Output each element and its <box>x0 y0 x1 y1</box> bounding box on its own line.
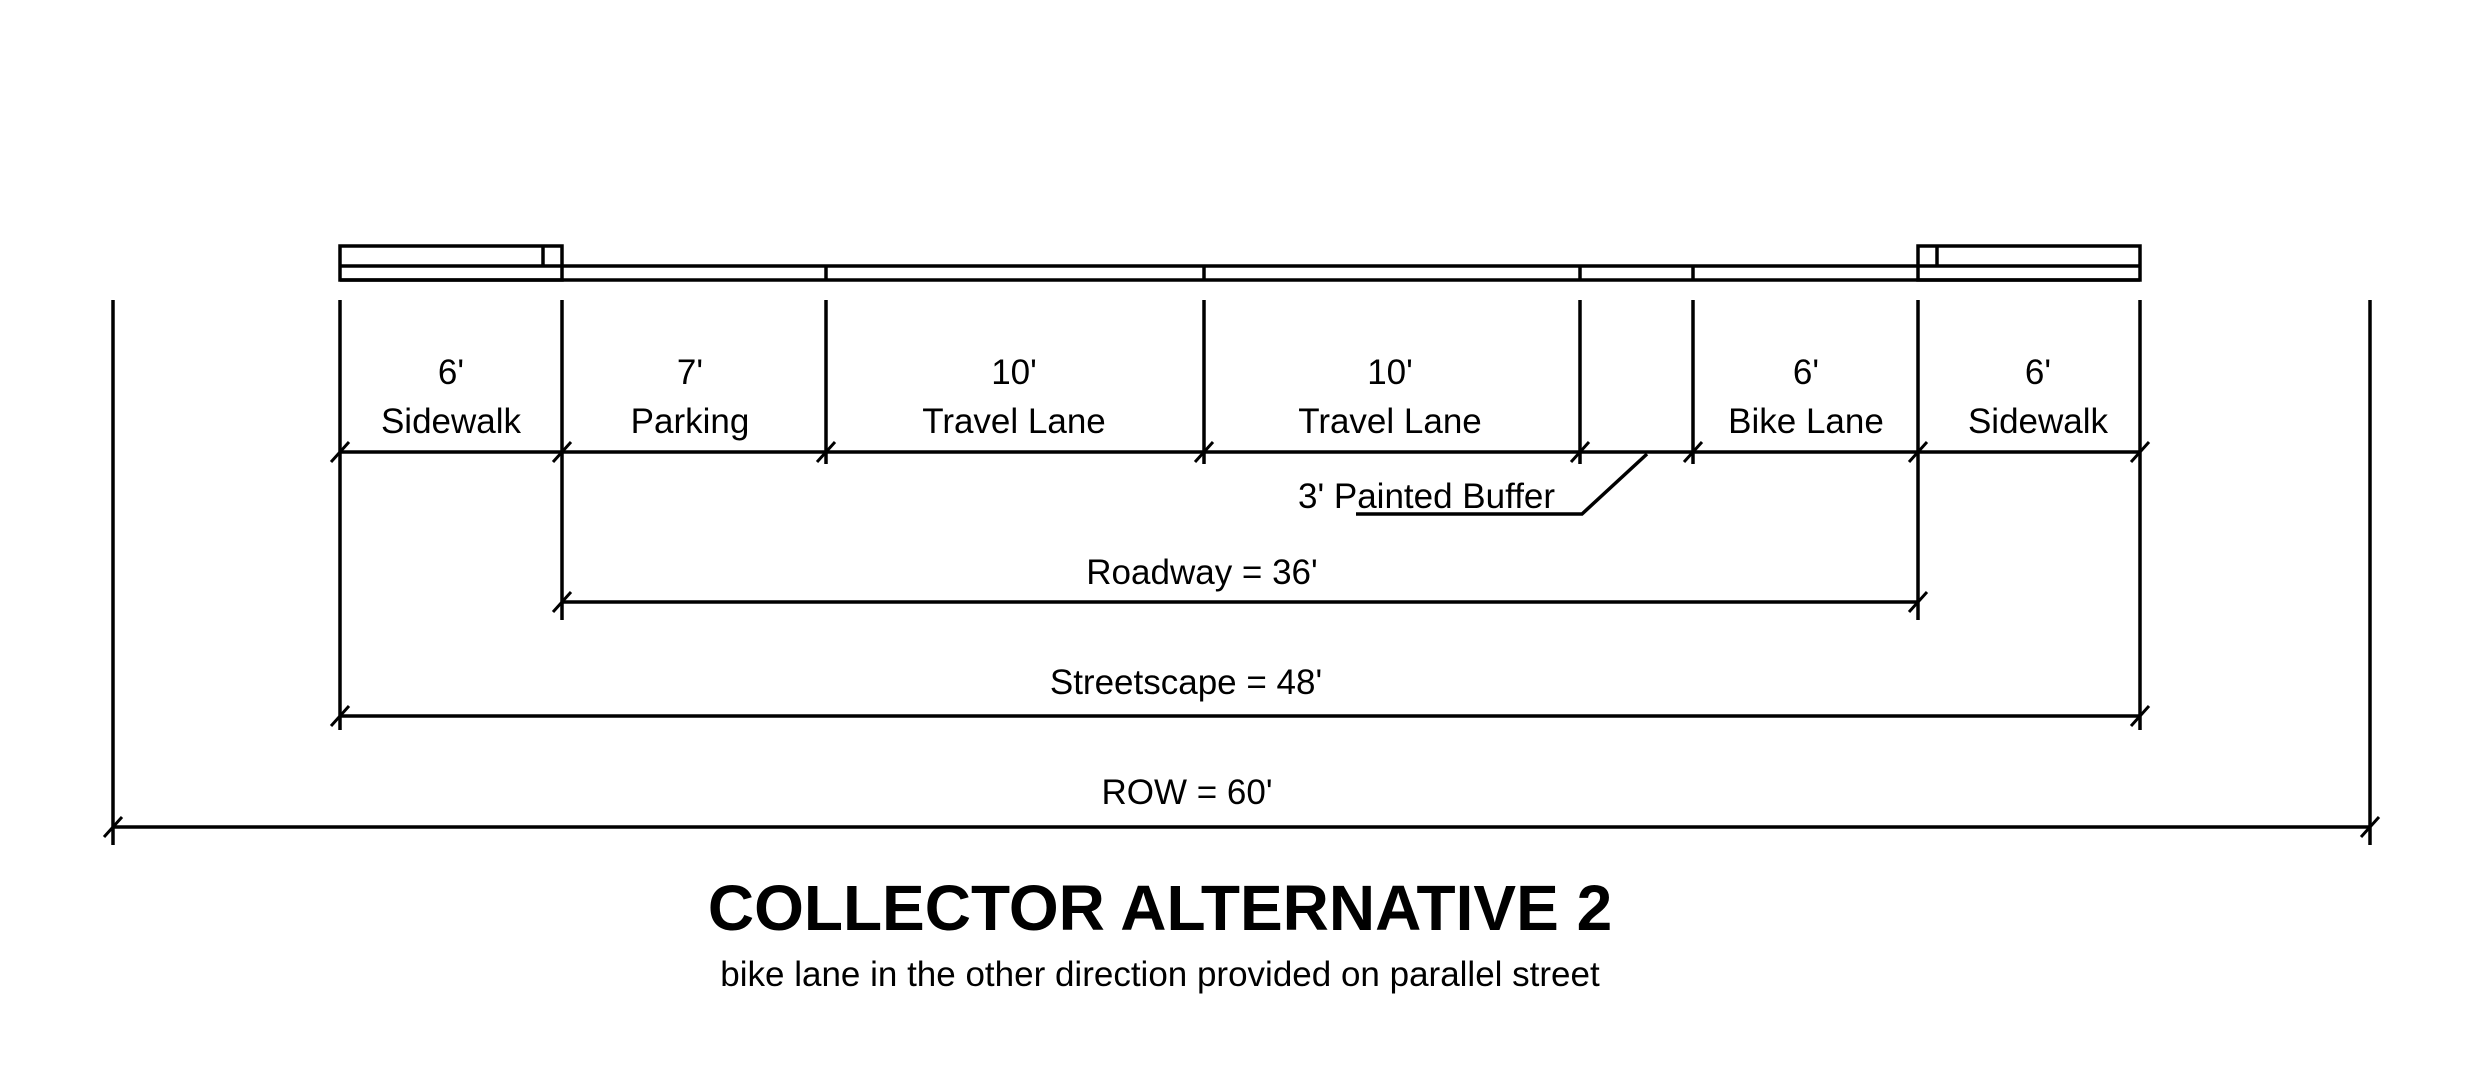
buffer-leader-line <box>1356 452 1649 516</box>
diagram-subtitle: bike lane in the other direction provide… <box>720 955 1600 994</box>
bike-lane-width: 6' <box>1793 353 1819 392</box>
bike-lane-label: Bike Lane <box>1728 402 1884 441</box>
roadway-tick-left <box>551 590 573 614</box>
row-tick-left <box>102 815 124 839</box>
segment-labels: 6' Sidewalk 7' Parking 10' Travel Lane 1… <box>381 353 2109 441</box>
segment-tick <box>1569 440 1591 464</box>
row-tick-right <box>2359 815 2381 839</box>
streetscape-tick-left <box>329 704 351 728</box>
segment-tick <box>2129 440 2151 464</box>
segment-tick <box>815 440 837 464</box>
roadway-dimension: Roadway = 36' <box>551 553 1929 614</box>
sidewalk-left-width: 6' <box>438 353 464 392</box>
parking-label: Parking <box>631 402 750 441</box>
travel-lane-2-width: 10' <box>1367 353 1413 392</box>
travel-lane-1-width: 10' <box>991 353 1037 392</box>
sidewalk-left-label: Sidewalk <box>381 402 522 441</box>
diagram-title: COLLECTOR ALTERNATIVE 2 <box>708 872 1612 944</box>
boundary-lines <box>111 300 2372 845</box>
segment-tick <box>329 440 351 464</box>
row-dimension: ROW = 60' <box>102 773 2381 839</box>
roadway-label: Roadway = 36' <box>1086 553 1317 592</box>
sidewalk-right-width: 6' <box>2025 353 2051 392</box>
left-sidewalk-slab <box>338 244 564 282</box>
segment-tick <box>551 440 573 464</box>
travel-lane-2-label: Travel Lane <box>1298 402 1482 441</box>
street-profile <box>338 244 2142 282</box>
sidewalk-right-label: Sidewalk <box>1968 402 2109 441</box>
streetscape-label: Streetscape = 48' <box>1050 663 1322 702</box>
streetscape-tick-right <box>2129 704 2151 728</box>
row-label: ROW = 60' <box>1101 773 1272 812</box>
segment-dimension-line <box>329 440 2151 464</box>
segment-tick <box>1193 440 1215 464</box>
streetscape-dimension: Streetscape = 48' <box>329 663 2151 728</box>
buffer-callout: 3' Painted Buffer <box>1298 452 1649 516</box>
parking-width: 7' <box>677 353 703 392</box>
right-sidewalk-slab <box>1916 244 2142 282</box>
buffer-callout-label: 3' Painted Buffer <box>1298 477 1555 516</box>
segment-tick <box>1682 440 1704 464</box>
title-block: COLLECTOR ALTERNATIVE 2 bike lane in the… <box>708 872 1612 994</box>
roadway-tick-right <box>1907 590 1929 614</box>
segment-tick <box>1907 440 1929 464</box>
travel-lane-1-label: Travel Lane <box>922 402 1106 441</box>
